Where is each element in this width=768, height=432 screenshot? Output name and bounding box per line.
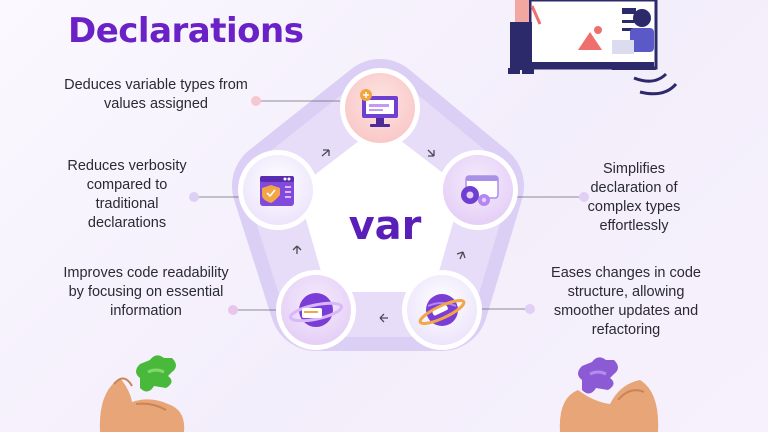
hand-puzzle-green-illustration xyxy=(99,355,185,432)
node-bottom-left xyxy=(276,270,356,350)
label-dot-1 xyxy=(251,96,261,106)
label-dot-2 xyxy=(579,192,589,202)
benefit-label-2: Simplifies declaration of complex types … xyxy=(587,161,681,234)
arrow-bottom-left xyxy=(379,313,388,323)
label-dot-5 xyxy=(189,192,199,202)
illustration-people-board xyxy=(508,0,678,96)
computer-icon xyxy=(360,89,398,127)
center-keyword: var xyxy=(348,203,422,249)
hand-puzzle-purple-illustration xyxy=(559,357,659,432)
shield-window-icon xyxy=(260,176,294,206)
node-bottom-right xyxy=(402,270,482,350)
planet-browser-icon xyxy=(289,293,343,327)
label-dot-4 xyxy=(228,305,238,315)
node-left xyxy=(238,150,318,230)
arrow-right-bottom xyxy=(456,251,466,260)
node-top xyxy=(340,68,420,148)
benefit-label-5: Reduces verbosity compared to traditiona… xyxy=(67,158,187,231)
page-title: Declarations xyxy=(68,11,304,51)
planet-icon xyxy=(418,294,466,326)
benefit-label-4: Improves code readability by focusing on… xyxy=(63,265,229,319)
arrow-top-right xyxy=(427,149,435,157)
label-dot-3 xyxy=(525,304,535,314)
cycle-center xyxy=(300,130,460,292)
benefit-label-3: Eases changes in code structure, allowin… xyxy=(551,265,701,338)
gears-icon xyxy=(461,175,499,206)
node-right xyxy=(438,150,518,230)
arrow-left-top xyxy=(292,245,302,254)
benefit-label-1: Deduces variable types from values assig… xyxy=(64,77,248,112)
arrow-left-up xyxy=(321,149,330,157)
flow-arrows xyxy=(292,149,466,323)
